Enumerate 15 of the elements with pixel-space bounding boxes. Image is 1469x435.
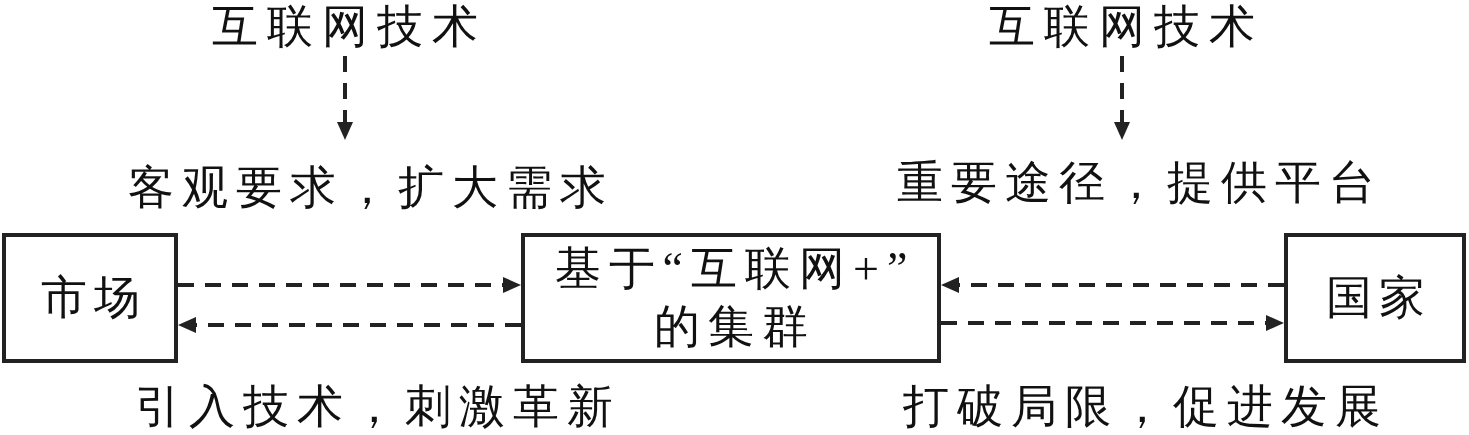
text-label: 互联网技术 bbox=[205, 2, 485, 52]
text-label: 互联网技术 bbox=[982, 2, 1262, 52]
dashed-arrow bbox=[1114, 56, 1130, 140]
dashed-arrow bbox=[178, 277, 521, 293]
edge-label: 引入技术，刺激革新 bbox=[134, 382, 621, 432]
dashed-arrow bbox=[337, 56, 353, 140]
edge-label: 重要途径，提供平台 bbox=[896, 158, 1383, 208]
dashed-arrow bbox=[178, 317, 521, 333]
dashed-arrow bbox=[941, 315, 1284, 331]
dashed-arrow bbox=[941, 277, 1284, 293]
edge-label: 客观要求，扩大需求 bbox=[127, 163, 614, 213]
process-box: 市场 bbox=[2, 233, 178, 363]
process-box: 国家 bbox=[1284, 233, 1466, 363]
process-box: 基于“互联网+”的集群 bbox=[521, 233, 941, 363]
edge-label: 打破局限，促进发展 bbox=[902, 382, 1389, 432]
